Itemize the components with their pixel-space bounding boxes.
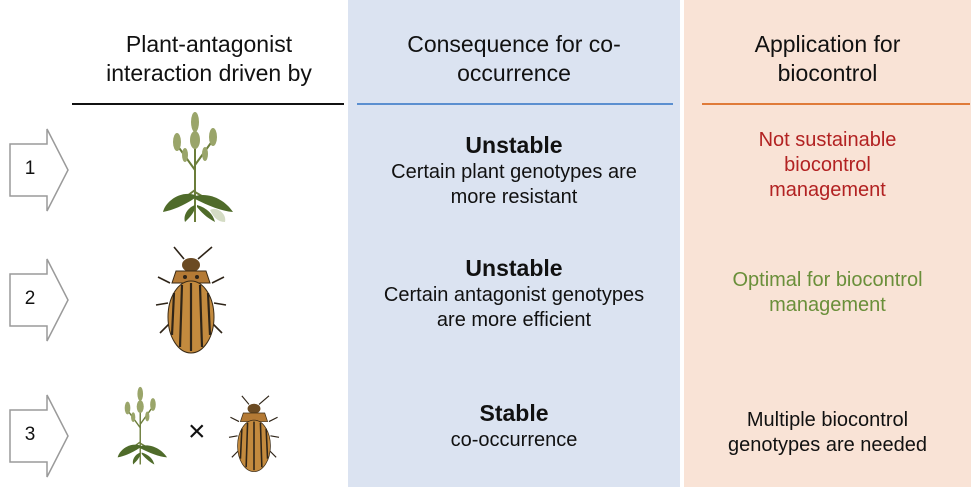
application-header-rule [702,103,970,105]
header-line: Plant-antagonist [70,30,348,59]
consequence-column-header: Consequence for co- occurrence [348,30,680,88]
header-line: biocontrol [684,59,971,88]
interaction-column-header: Plant-antagonist interaction driven by [70,30,348,88]
application-text: Not sustainable [684,128,971,153]
consequence-text: are more efficient [348,308,680,333]
application-text: management [684,293,971,318]
header-line: Application for [684,30,971,59]
row-1-application: Not sustainable biocontrol management [684,128,971,203]
leaf-beetle-icon [152,243,230,360]
stability-title: Unstable [348,130,680,160]
row-2-consequence: Unstable Certain antagonist genotypes ar… [348,253,680,333]
ragweed-plant-small-icon [112,377,172,480]
row-3-consequence: Stable co-occurrence [348,398,680,453]
application-text: management [684,178,971,203]
header-line: Consequence for co- [348,30,680,59]
header-line: interaction driven by [70,59,348,88]
consequence-text: Certain antagonist genotypes [348,283,680,308]
application-column-header: Application for biocontrol [684,30,971,88]
row-number: 3 [9,424,51,446]
row-2-application: Optimal for biocontrol management [684,268,971,318]
application-text: Optimal for biocontrol [684,268,971,293]
row-number: 1 [9,158,51,180]
row-3-arrow-icon: 3 [9,394,69,478]
application-text: genotypes are needed [684,433,971,458]
row-1-consequence: Unstable Certain plant genotypes are mor… [348,130,680,210]
stability-title: Stable [348,398,680,428]
consequence-text: co-occurrence [348,428,680,453]
consequence-text: more resistant [348,185,680,210]
row-3-application: Multiple biocontrol genotypes are needed [684,408,971,458]
row-2-arrow-icon: 2 [9,258,69,342]
leaf-beetle-small-icon [226,393,282,478]
row-number: 2 [9,288,51,310]
consequence-header-rule [357,103,673,105]
application-text: Multiple biocontrol [684,408,971,433]
row-1-arrow-icon: 1 [9,128,69,212]
times-symbol: × [188,415,206,449]
interaction-header-rule [72,103,344,105]
application-text: biocontrol [684,153,971,178]
stability-title: Unstable [348,253,680,283]
header-line: occurrence [348,59,680,88]
consequence-text: Certain plant genotypes are [348,160,680,185]
ragweed-plant-icon [155,110,240,230]
